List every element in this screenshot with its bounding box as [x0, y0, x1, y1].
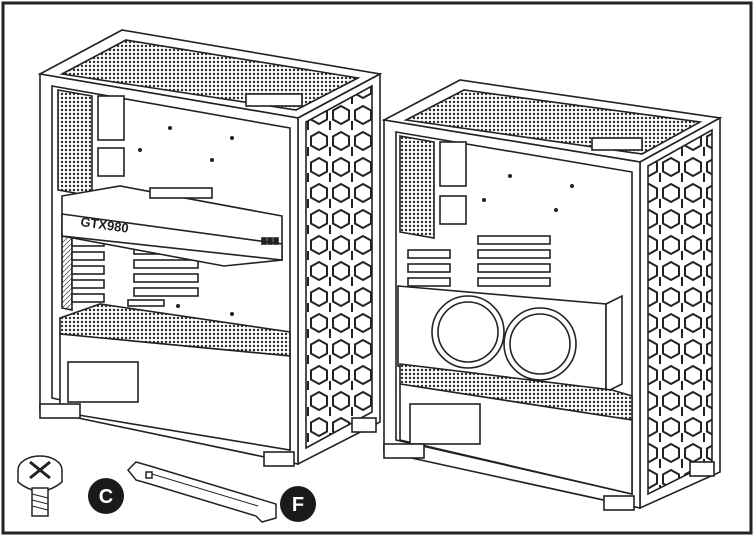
- left-case-foot-3: [351, 417, 377, 433]
- gpu-model-label: GTX980: [80, 214, 130, 236]
- right-case-front-mesh: [647, 128, 713, 496]
- left-pci-rails: [71, 237, 105, 303]
- right-front-io-panel: [591, 137, 643, 151]
- right-psu-shroud-mesh: [399, 363, 633, 421]
- right-case-foot-1: [383, 443, 425, 459]
- left-psu-cutout: [67, 361, 139, 403]
- gpu-fan-2: [503, 307, 577, 381]
- left-pci-slot-covers: [61, 231, 73, 311]
- right-motherboard-slots: [477, 235, 551, 287]
- right-psu-cutout: [409, 403, 481, 445]
- right-case-foot-3: [689, 461, 715, 477]
- right-case: [381, 79, 723, 511]
- gpu-fan-1: [431, 295, 505, 369]
- left-drive-bracket-bottom: [97, 147, 125, 177]
- right-standoffs: [482, 174, 574, 212]
- gpu-card-right-side: [605, 294, 623, 394]
- right-pci-rails: [407, 249, 451, 287]
- left-case-foot-1: [39, 403, 81, 419]
- right-case-rear-fan-mesh: [399, 135, 435, 239]
- gpu-power-connector: [149, 187, 213, 199]
- left-case-rear-fan-mesh: [57, 89, 93, 197]
- left-drive-bracket-top: [97, 95, 125, 141]
- left-case-foot-2: [263, 451, 295, 467]
- left-case-front-mesh: [305, 84, 373, 450]
- screw-icon: [17, 455, 63, 517]
- gpu-fan-1-inner: [437, 301, 499, 363]
- right-drive-bracket-top: [439, 141, 467, 187]
- left-case: [37, 29, 383, 467]
- pci-slot-bracket-icon: [126, 461, 277, 523]
- part-c-badge: [88, 478, 124, 514]
- gpu-card-front-edge: [61, 213, 283, 261]
- left-front-io-panel: [245, 93, 303, 107]
- gpu-fan-2-inner: [509, 313, 571, 375]
- part-c-label: C: [99, 486, 113, 508]
- part-f-label: F: [292, 494, 304, 516]
- right-drive-bracket-bottom: [439, 195, 467, 225]
- left-psu-shroud-mesh: [59, 303, 291, 357]
- right-case-foot-2: [603, 495, 635, 511]
- part-f-badge: [280, 486, 316, 522]
- left-case-top-mesh: [59, 39, 361, 111]
- gpu-io-pins: [261, 237, 279, 245]
- left-standoffs: [138, 126, 234, 316]
